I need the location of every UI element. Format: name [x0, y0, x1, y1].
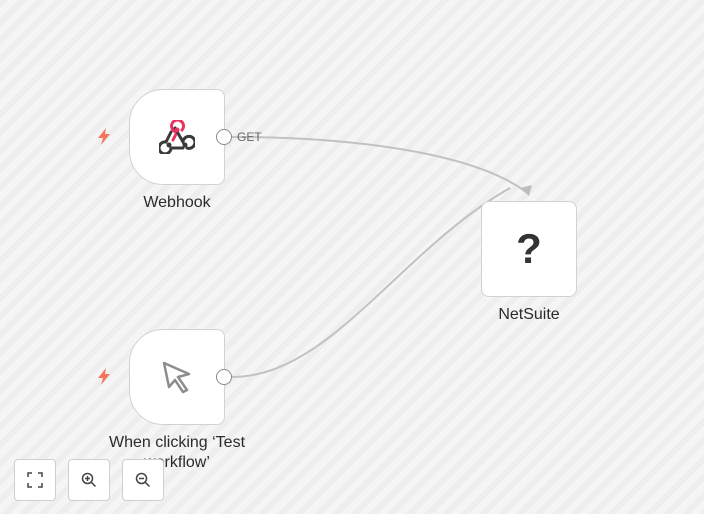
connection-arrowhead [520, 185, 532, 196]
lightning-bolt-icon [98, 128, 110, 145]
connection-label: GET [237, 130, 262, 144]
cursor-icon [162, 361, 191, 394]
zoom-in-button[interactable] [68, 459, 110, 501]
webhook-icon [159, 120, 195, 154]
netsuite-node-label: NetSuite [498, 306, 560, 323]
zoom-in-icon [81, 472, 97, 488]
connection-manual-to-netsuite[interactable] [231, 187, 511, 378]
zoom-out-icon [135, 472, 151, 488]
fit-view-button[interactable] [14, 459, 56, 501]
manual-trigger-output-handle[interactable] [216, 369, 232, 385]
connection-webhook-to-netsuite[interactable] [231, 136, 527, 193]
fullscreen-icon [27, 472, 43, 488]
webhook-node-label: Webhook [143, 194, 211, 211]
zoom-out-button[interactable] [122, 459, 164, 501]
question-mark-icon: ? [516, 225, 542, 272]
netsuite-node[interactable]: ? [481, 201, 577, 297]
manual-trigger-node[interactable] [129, 329, 225, 425]
lightning-bolt-icon [98, 368, 110, 385]
webhook-output-handle[interactable] [216, 129, 232, 145]
webhook-node[interactable] [129, 89, 225, 185]
